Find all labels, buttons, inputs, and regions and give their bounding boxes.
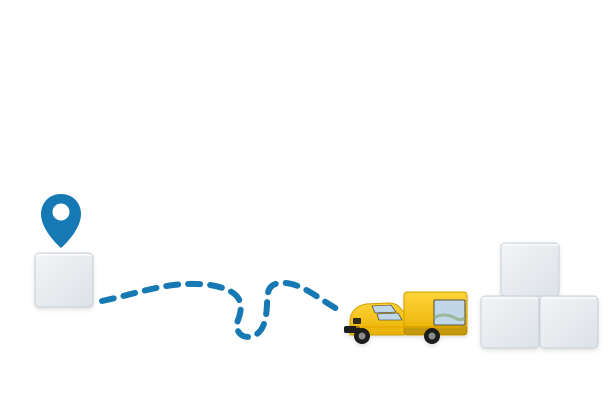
destination-cubes [480,242,599,349]
van-wheels [354,328,440,344]
location-pin-icon [41,194,81,248]
delivery-van [344,291,468,344]
origin-cube [34,252,94,308]
delivery-route [99,279,342,340]
